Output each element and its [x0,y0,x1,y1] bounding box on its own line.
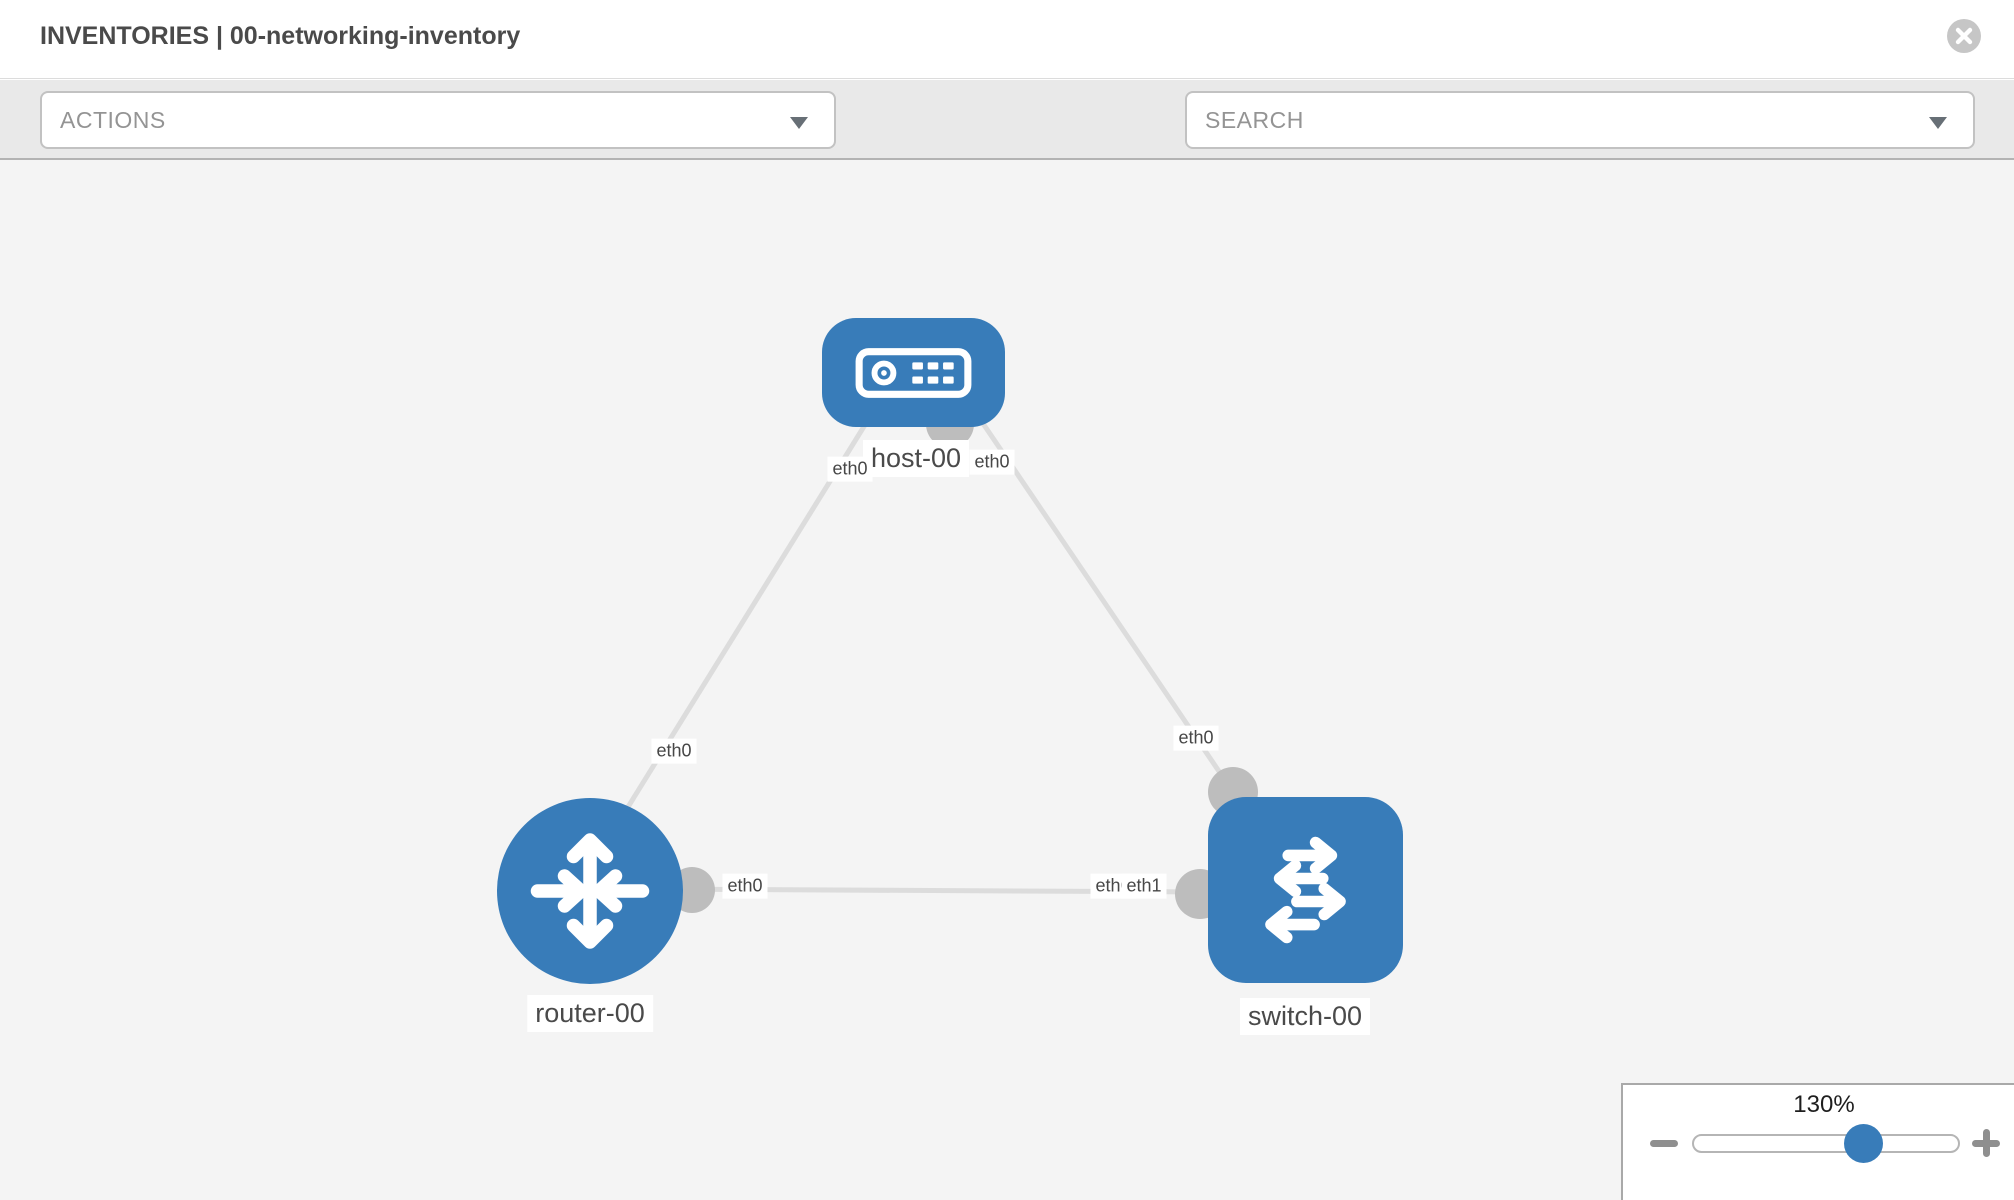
search-dropdown-label: SEARCH [1205,107,1304,133]
interface-label: eth0 [1173,725,1219,751]
zoom-value: 130% [1793,1091,1855,1118]
host-icon [855,348,972,398]
page-title: INVENTORIES | 00-networking-inventory [40,22,521,50]
actions-dropdown-label: ACTIONS [60,107,166,133]
zoom-in-button[interactable] [1972,1129,2000,1157]
interface-label: eth0 [722,873,768,899]
interface-label: eth0 [651,738,697,764]
node-switch-00[interactable] [1208,797,1403,983]
topology-canvas[interactable] [0,160,2014,1200]
interface-label: eth0 [969,449,1015,475]
close-button[interactable] [1947,19,1981,53]
search-dropdown[interactable]: SEARCH [1185,91,1975,149]
zoom-panel: 130% [1621,1083,2014,1200]
toolbar: ACTIONS SEARCH [0,80,2014,216]
header: INVENTORIES | 00-networking-inventory [0,0,2014,79]
interface-label: eth1 [1121,873,1167,899]
zoom-slider-thumb[interactable] [1844,1124,1883,1163]
node-router-00[interactable] [497,798,683,984]
switch-icon [1265,836,1346,944]
interface-label: eth0 [827,456,873,482]
node-label-router: router-00 [527,995,653,1032]
close-icon [1955,27,1973,45]
zoom-out-button[interactable] [1650,1140,1678,1147]
chevron-down-icon [790,117,808,129]
actions-dropdown[interactable]: ACTIONS [40,91,836,149]
zoom-slider-track[interactable] [1692,1134,1960,1153]
chevron-down-icon [1929,117,1947,129]
node-host-00[interactable] [822,318,1005,427]
router-icon [530,833,650,949]
node-label-host: host-00 [862,440,970,477]
node-label-switch: switch-00 [1239,998,1371,1035]
